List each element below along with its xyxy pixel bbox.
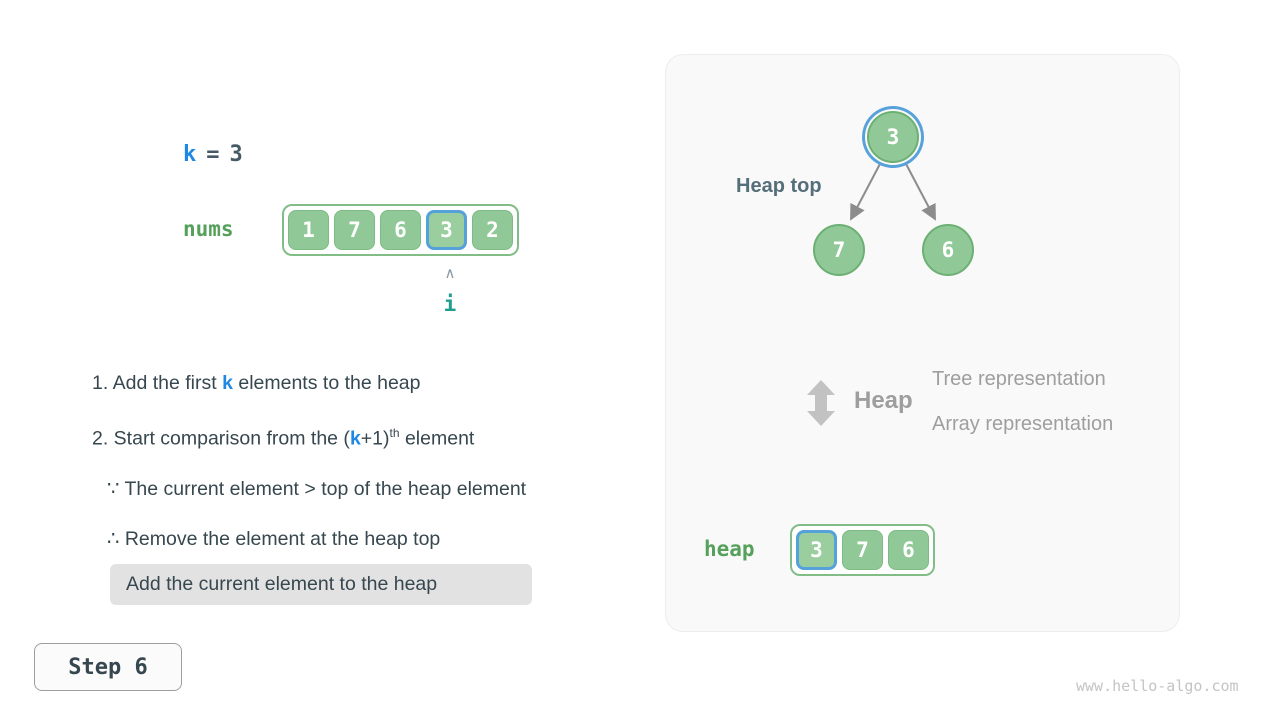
heap-array: 3 7 6 — [790, 524, 935, 576]
instruction-line-3: ∵ The current element > top of the heap … — [107, 478, 527, 500]
nums-cell: 6 — [380, 210, 421, 250]
pointer-caret-icon: ∧ — [444, 265, 456, 282]
nums-cell-highlighted: 3 — [426, 210, 467, 250]
instruction-line-2: 2. Start comparison from the (k+1)th ele… — [92, 426, 475, 450]
heap-array-label: heap — [704, 537, 755, 561]
heap-top-label: Heap top — [736, 175, 822, 197]
nums-cell: 1 — [288, 210, 329, 250]
step-badge: Step 6 — [34, 643, 182, 691]
k-variable: k — [183, 142, 197, 167]
site-watermark: www.hello-algo.com — [1076, 677, 1239, 695]
instruction-line-4: ∴ Remove the element at the heap top — [107, 528, 441, 550]
updown-arrow-icon — [807, 380, 835, 426]
instruction-line-1: 1. Add the first k elements to the heap — [92, 372, 421, 394]
heap-panel: Heap top 3 7 6 Heap Tree representation … — [665, 54, 1180, 632]
heap-cell: 6 — [888, 530, 929, 570]
tree-representation-label: Tree representation — [932, 368, 1106, 390]
ordinal-superscript: th — [389, 426, 400, 440]
heap-cell: 7 — [842, 530, 883, 570]
nums-label: nums — [183, 217, 234, 241]
equals-sign: = — [206, 142, 220, 167]
heap-cell-highlighted: 3 — [796, 530, 837, 570]
k-value-line: k = 3 — [183, 142, 243, 167]
k-value: 3 — [229, 142, 243, 167]
tree-node-right: 6 — [922, 224, 974, 276]
nums-array: 1 7 6 3 2 — [282, 204, 519, 256]
tree-node-root-highlighted: 3 — [867, 111, 919, 163]
k-inline: k — [349, 427, 361, 450]
nums-cell: 2 — [472, 210, 513, 250]
index-pointer-label: i — [443, 292, 457, 316]
array-representation-label: Array representation — [932, 413, 1114, 435]
k-inline: k — [222, 372, 233, 394]
current-action-note: Add the current element to the heap — [110, 564, 532, 605]
heap-legend-word: Heap — [854, 387, 913, 414]
tree-node-left: 7 — [813, 224, 865, 276]
nums-cell: 7 — [334, 210, 375, 250]
